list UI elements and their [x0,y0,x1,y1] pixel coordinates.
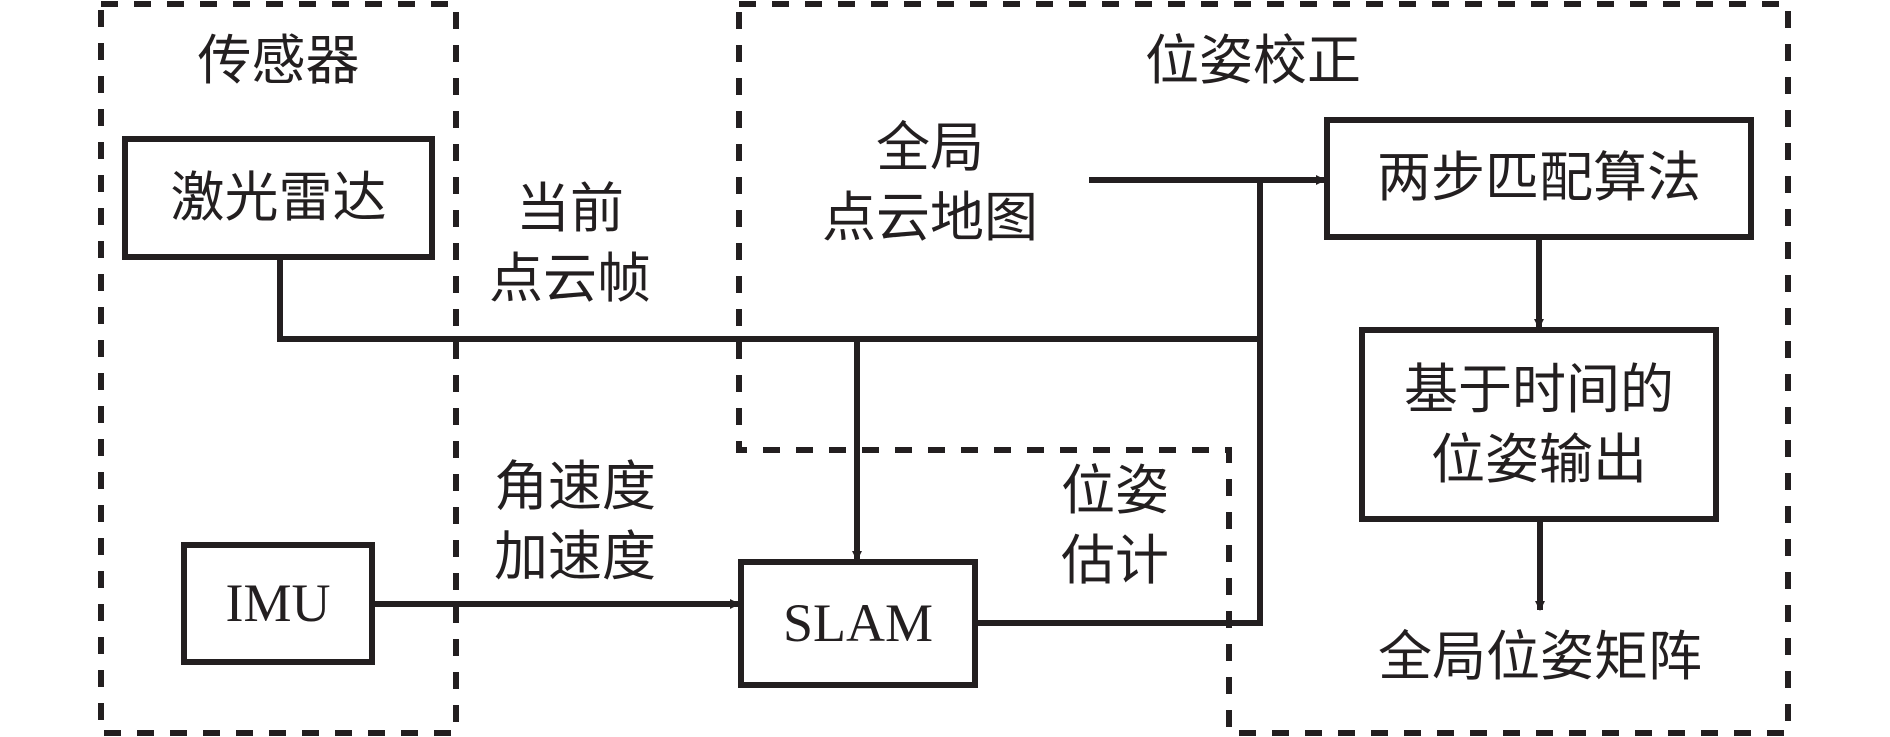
global-pose-matrix-label: 全局位姿矩阵 [1378,625,1702,688]
imu-data-label-line2: 加速度 [494,525,656,588]
sensors-group-boundary [98,1,459,736]
global-map-label-line2: 点云地图 [822,186,1038,249]
global-map-label-line1: 全局 [876,116,984,179]
time-based-output-line2: 位姿输出 [1431,428,1647,491]
lidar-bus-connector [277,257,1260,342]
pose-estimate-label-line2: 估计 [1061,529,1169,592]
pose-estimate-label-line1: 位姿 [1061,459,1169,522]
slam-pose-connector [975,180,1263,626]
pose-correction-group-title: 位姿校正 [1145,29,1361,92]
imu-data-label-line1: 角速度 [494,455,656,518]
lidar-label: 激光雷达 [170,166,387,229]
imu-label: IMU [225,573,331,633]
slam-label: SLAM [782,593,934,653]
two-step-matching-label: 两步匹配算法 [1377,146,1701,209]
current-frame-label-line2: 点云帧 [489,247,651,310]
time-based-output-line1: 基于时间的 [1404,358,1674,421]
current-frame-label-line1: 当前 [516,177,624,240]
sensors-group-title: 传感器 [197,29,360,92]
pose-correction-group-boundary [736,1,1791,736]
